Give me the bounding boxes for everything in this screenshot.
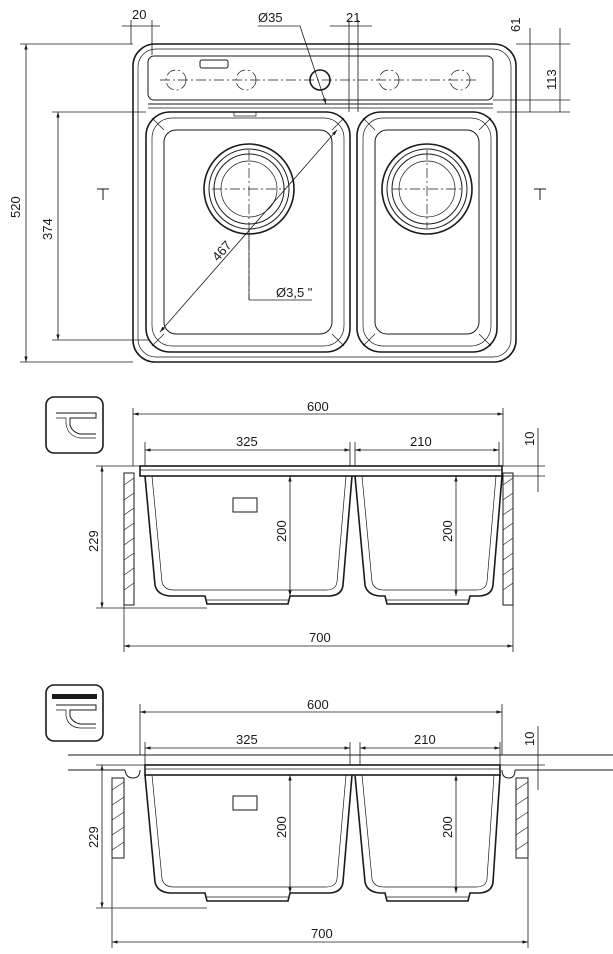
s1-cutout-width: 700 bbox=[309, 630, 331, 645]
tap-holes bbox=[160, 69, 478, 91]
sink-rim-1 bbox=[139, 465, 503, 477]
countertop-left-1 bbox=[123, 472, 135, 606]
big-bowl-section-2 bbox=[144, 774, 353, 902]
small-bowl-top bbox=[356, 111, 498, 353]
s2-total-height: 229 bbox=[86, 826, 101, 848]
sink-rim-2 bbox=[144, 764, 501, 776]
section-1-dimensions bbox=[96, 408, 545, 652]
s1-small-bowl-width: 210 bbox=[410, 434, 432, 449]
top-view-dimensions bbox=[20, 20, 570, 363]
overflow-section-1 bbox=[232, 497, 258, 513]
mounting-detail-icon-1 bbox=[45, 396, 104, 454]
small-bowl-section-1 bbox=[354, 475, 503, 605]
section-2: 600 325 210 10 229 200 200 700 bbox=[45, 684, 613, 948]
dim-overall-depth: 520 bbox=[8, 196, 23, 218]
s2-cutout-width: 700 bbox=[311, 926, 333, 941]
countertop-2 bbox=[68, 754, 613, 859]
overflow-section-2 bbox=[232, 795, 258, 811]
s1-rim-height: 10 bbox=[522, 432, 537, 446]
s2-small-bowl-depth: 200 bbox=[440, 816, 455, 838]
section-markers bbox=[97, 188, 546, 200]
overflow-slot bbox=[199, 59, 229, 69]
s1-total-width: 600 bbox=[307, 399, 329, 414]
countertop-right-1 bbox=[502, 472, 514, 606]
diagonal-dim-line bbox=[159, 129, 338, 333]
s2-big-bowl-depth: 200 bbox=[274, 816, 289, 838]
tap-ledge bbox=[147, 55, 494, 101]
small-bowl-section-2 bbox=[354, 774, 501, 902]
dim-tap-hole: Ø35 bbox=[258, 10, 283, 25]
s1-total-height: 229 bbox=[86, 530, 101, 552]
dim-bowl-depth: 374 bbox=[40, 218, 55, 240]
dim-rim-depth: 61 bbox=[508, 18, 523, 32]
small-drain bbox=[381, 143, 473, 235]
dim-ledge-depth: 113 bbox=[544, 69, 559, 90]
section-1: 600 325 210 10 229 200 200 700 bbox=[45, 396, 545, 652]
sink-outer-rim bbox=[132, 43, 517, 363]
top-view: 20 Ø35 21 61 113 520 374 467 Ø3,5 " bbox=[8, 7, 570, 363]
s2-big-bowl-width: 325 bbox=[236, 732, 258, 747]
sink-inner-rim bbox=[137, 48, 512, 358]
section-2-dimensions bbox=[96, 704, 545, 948]
mounting-detail-icon-2 bbox=[45, 684, 104, 742]
dim-drain: Ø3,5 " bbox=[276, 285, 313, 300]
big-bowl-top bbox=[145, 111, 351, 353]
s1-small-bowl-depth: 200 bbox=[440, 520, 455, 542]
s1-big-bowl-width: 325 bbox=[236, 434, 258, 449]
s2-small-bowl-width: 210 bbox=[414, 732, 436, 747]
s2-rim-height: 10 bbox=[522, 732, 537, 746]
dim-diagonal: 467 bbox=[209, 238, 235, 264]
big-bowl-section-1 bbox=[144, 475, 353, 605]
dim-divider-width: 21 bbox=[346, 10, 360, 25]
s1-big-bowl-depth: 200 bbox=[274, 520, 289, 542]
s2-total-width: 600 bbox=[307, 697, 329, 712]
dim-tap-offset: 20 bbox=[132, 7, 146, 22]
